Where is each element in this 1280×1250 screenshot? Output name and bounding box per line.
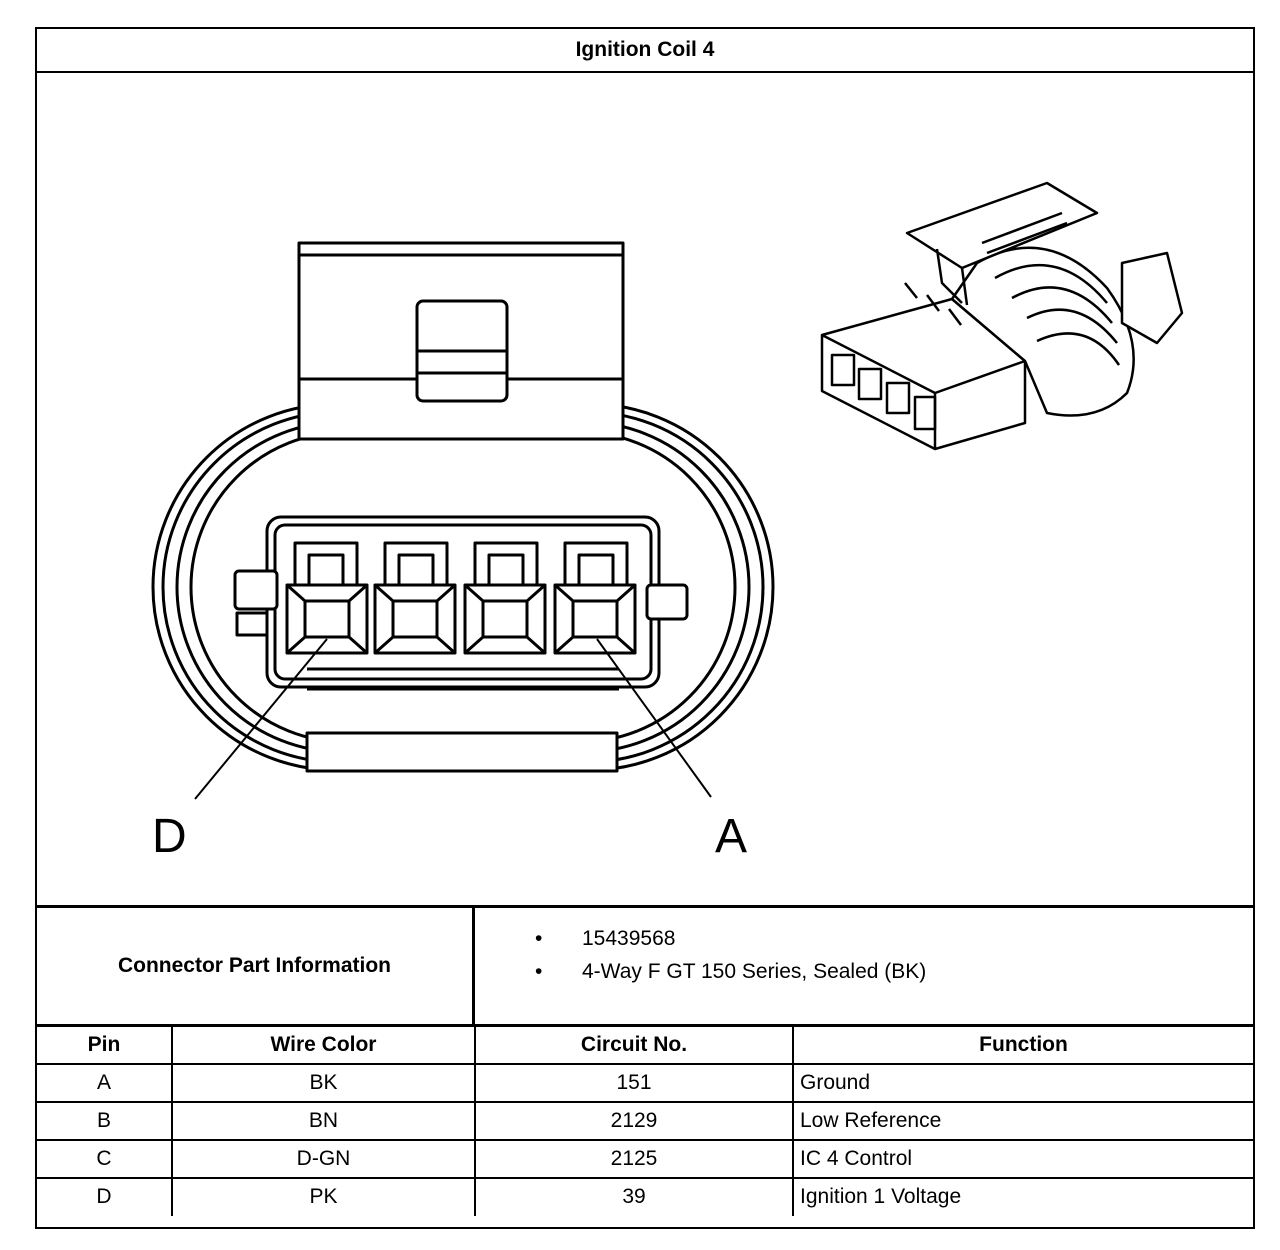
- connector-illustration: [151, 181, 1184, 800]
- connector-description: 4-Way F GT 150 Series, Sealed (BK): [582, 960, 927, 983]
- connector-face-view: [151, 241, 775, 800]
- list-item: • 15439568: [477, 922, 926, 955]
- connector-info-label: Connector Part Information: [37, 908, 475, 1024]
- part-number: 15439568: [582, 927, 676, 950]
- cell-circuit-no: 2125: [474, 1138, 794, 1179]
- header-wire-color: Wire Color: [171, 1024, 476, 1065]
- callout-label-a: A: [715, 810, 748, 863]
- header-pin: Pin: [37, 1024, 173, 1065]
- terminal-cavities: [285, 583, 637, 655]
- cell-wire-color: BK: [171, 1062, 476, 1103]
- callout-label-d: D: [152, 810, 187, 863]
- cell-wire-color: BN: [171, 1100, 476, 1141]
- table-row: B BN 2129 Low Reference: [37, 1100, 1253, 1141]
- connector-drawing-area: D A: [37, 73, 1253, 905]
- cell-pin: C: [37, 1138, 173, 1179]
- cell-circuit-no: 39: [474, 1176, 794, 1216]
- connector-info-list: • 15439568 • 4-Way F GT 150 Series, Seal…: [477, 922, 926, 988]
- table-row: D PK 39 Ignition 1 Voltage: [37, 1176, 1253, 1216]
- connector-part-info: Connector Part Information • 15439568 • …: [37, 905, 1253, 1024]
- cell-circuit-no: 151: [474, 1062, 794, 1103]
- header-circuit-no: Circuit No.: [474, 1024, 794, 1065]
- cell-pin: D: [37, 1176, 173, 1216]
- cell-circuit-no: 2129: [474, 1100, 794, 1141]
- cell-function: Ignition 1 Voltage: [792, 1176, 1253, 1216]
- connector-sheet: Ignition Coil 4: [35, 27, 1255, 1229]
- table-row: C D-GN 2125 IC 4 Control: [37, 1138, 1253, 1179]
- cell-function: IC 4 Control: [792, 1138, 1253, 1179]
- table-header-row: Pin Wire Color Circuit No. Function: [37, 1024, 1253, 1065]
- callout-line-d: [194, 638, 328, 800]
- connector-isometric-view: [820, 181, 1184, 451]
- cell-pin: B: [37, 1100, 173, 1141]
- callout-line-a: [596, 638, 712, 798]
- pinout-table: Pin Wire Color Circuit No. Function A BK…: [37, 1024, 1253, 1216]
- cell-function: Ground: [792, 1062, 1253, 1103]
- page-title: Ignition Coil 4: [37, 29, 1253, 73]
- bullet-icon: •: [535, 960, 543, 983]
- cell-pin: A: [37, 1062, 173, 1103]
- cell-function: Low Reference: [792, 1100, 1253, 1141]
- cell-wire-color: D-GN: [171, 1138, 476, 1179]
- table-row: A BK 151 Ground: [37, 1062, 1253, 1103]
- header-function: Function: [792, 1024, 1253, 1065]
- list-item: • 4-Way F GT 150 Series, Sealed (BK): [477, 955, 926, 988]
- bullet-icon: •: [535, 927, 543, 950]
- cell-wire-color: PK: [171, 1176, 476, 1216]
